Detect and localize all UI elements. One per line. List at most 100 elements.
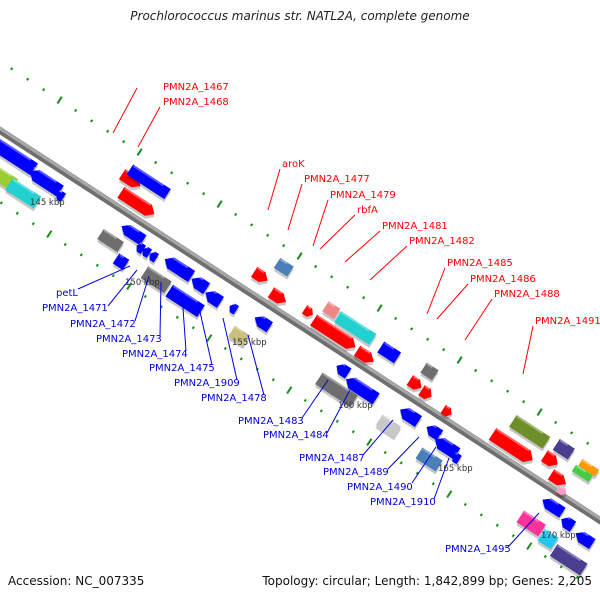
gene-label-forward[interactable]: PMN2A_1477 <box>304 174 370 185</box>
gene-pmn2a-1497-shine <box>557 544 581 562</box>
gene-pmn2a-1494-a[interactable] <box>577 459 600 480</box>
gene-pmn2a-1471-b[interactable] <box>139 245 154 261</box>
gene-label-reverse[interactable]: PMN2A_1910 <box>370 497 436 508</box>
gene-rbfa-a[interactable] <box>321 301 342 322</box>
gene-pmn2a-1482[interactable] <box>376 341 402 367</box>
gene-pmn2a-1494-c[interactable] <box>554 485 569 500</box>
gene-label-reverse[interactable]: PMN2A_1475 <box>149 363 215 374</box>
gene-pmn2a-1491-c[interactable] <box>539 450 562 473</box>
gene-arok-b-shine <box>257 267 265 274</box>
gene-pmn2a-1491[interactable] <box>508 415 552 452</box>
gene-label-forward[interactable]: PMN2A_1481 <box>382 221 448 232</box>
gene-pmn2a-1910-b[interactable] <box>448 451 463 468</box>
gene-rev-145-body <box>56 191 67 203</box>
gene-pmn2a-1910[interactable] <box>414 447 444 475</box>
gene-pmn2a-1478[interactable] <box>227 325 252 350</box>
gene-label-reverse[interactable]: petL <box>56 288 78 299</box>
gene-label-reverse[interactable]: PMN2A_1484 <box>263 430 329 441</box>
tick-upper <box>26 77 30 81</box>
gene-label-forward[interactable]: PMN2A_1482 <box>409 236 475 247</box>
gene-label-reverse[interactable]: PMN2A_1487 <box>299 453 365 464</box>
gene-label-reverse[interactable]: PMN2A_1472 <box>70 319 136 330</box>
gene-petl-a[interactable] <box>117 221 148 249</box>
gene-pmn2a-1488[interactable] <box>439 404 455 422</box>
gene-label-reverse[interactable]: PMN2A_1490 <box>347 482 413 493</box>
gene-rev-144c[interactable] <box>0 146 20 194</box>
leader-line <box>436 283 469 320</box>
gene-pmn2a-1495[interactable] <box>515 510 547 540</box>
gene-pmn2a-1485[interactable] <box>419 362 440 384</box>
gene-label-forward[interactable]: PMN2A_1485 <box>447 258 513 269</box>
gene-pmn2a-1468-a[interactable] <box>116 186 159 223</box>
gene-label-reverse[interactable]: PMN2A_1483 <box>238 416 304 427</box>
gene-label-forward[interactable]: PMN2A_1491 <box>535 316 600 327</box>
tick-lower <box>575 575 579 579</box>
gene-pmn2a-1910-b-shine <box>454 451 459 456</box>
gene-label-reverse[interactable]: PMN2A_1473 <box>96 334 162 345</box>
gene-pmn2a-1494-b[interactable] <box>570 464 594 485</box>
gene-pmn2a-1491-body <box>509 415 551 449</box>
gene-pmn2a-1478-a-body <box>229 303 240 315</box>
gene-pmn2a-1489-shine <box>429 422 438 429</box>
gene-pmn2a-1483[interactable] <box>341 374 381 408</box>
leader-line <box>247 334 265 396</box>
gene-pmn2a-1474[interactable] <box>160 254 197 285</box>
gene-pmn2a-1479[interactable] <box>300 305 316 322</box>
gene-pmn2a-1483-a[interactable] <box>332 361 353 382</box>
gene-label-reverse[interactable]: PMN2A_1478 <box>201 393 267 404</box>
gene-pmn2a-1481[interactable] <box>309 314 361 356</box>
gene-pmn2a-1478-b[interactable] <box>250 312 274 336</box>
gene-label-forward[interactable]: PMN2A_1479 <box>330 190 396 201</box>
gene-label-reverse[interactable]: PMN2A_1474 <box>122 349 188 360</box>
gene-pmn2a-1471[interactable] <box>133 241 148 258</box>
gene-label-reverse[interactable]: PMN2A_1495 <box>445 544 511 555</box>
gene-pmn2a-1909-b[interactable] <box>200 287 225 311</box>
gene-petl[interactable] <box>96 228 125 256</box>
gene-rev-145[interactable] <box>53 189 68 206</box>
gene-label-reverse[interactable]: PMN2A_1909 <box>174 378 240 389</box>
gene-arok-b[interactable] <box>250 266 273 289</box>
tick-lower <box>446 490 453 499</box>
gene-pmn2a-1497[interactable] <box>548 544 588 579</box>
gene-label-forward[interactable]: rbfA <box>357 205 378 216</box>
gene-rev-144b[interactable] <box>25 166 65 200</box>
leader-line <box>197 302 213 366</box>
gene-pmn2a-1495-a[interactable] <box>538 495 567 521</box>
tick-upper <box>410 327 414 331</box>
gene-pmn2a-1487[interactable] <box>395 404 423 430</box>
gene-pmn2a-1495-b[interactable] <box>557 514 578 535</box>
gene-pmn2a-1486-a[interactable] <box>405 375 426 396</box>
gene-pmn2a-1482-b[interactable] <box>352 345 378 370</box>
gene-pmn2a-1473-body <box>149 251 160 263</box>
gene-pmn2a-1475-a[interactable] <box>139 266 173 297</box>
tick-lower <box>351 430 355 434</box>
gene-pmn2a-1486[interactable] <box>417 385 436 405</box>
gene-pmn2a-1491-b[interactable] <box>487 428 537 469</box>
gene-pmn2a-1496[interactable] <box>536 528 560 553</box>
gene-label-forward[interactable]: PMN2A_1468 <box>163 97 229 108</box>
gene-label-forward[interactable]: PMN2A_1486 <box>470 274 536 285</box>
gene-pmn2a-1475[interactable] <box>164 284 206 321</box>
tick-upper <box>570 431 574 435</box>
tick-upper <box>426 337 430 341</box>
gene-label-forward[interactable]: aroK <box>282 159 305 170</box>
gene-arok[interactable] <box>272 257 295 280</box>
gene-label-forward[interactable]: PMN2A_1488 <box>494 289 560 300</box>
gene-rev-144a[interactable] <box>0 135 39 179</box>
gene-pmn2a-1468-b[interactable] <box>125 164 172 203</box>
gene-pmn2a-1475-a-body <box>140 266 172 294</box>
gene-label-reverse[interactable]: PMN2A_1489 <box>323 467 389 478</box>
gene-pmn2a-1495-c[interactable] <box>571 528 597 553</box>
gene-rev-144d[interactable] <box>4 178 43 212</box>
gene-pmn2a-1491-b-body <box>488 428 533 463</box>
gene-pmn2a-1492[interactable] <box>551 438 576 463</box>
gene-pmn2a-1471-b-shine <box>145 245 149 250</box>
gene-pmn2a-1477[interactable] <box>266 287 290 310</box>
gene-rbfa[interactable] <box>333 311 378 348</box>
gene-pmn2a-1473[interactable] <box>146 250 161 266</box>
gene-pmn2a-1478-a[interactable] <box>226 302 241 318</box>
gene-label-reverse[interactable]: PMN2A_1471 <box>42 303 108 314</box>
gene-label-forward[interactable]: PMN2A_1467 <box>163 82 229 93</box>
gene-pmn2a-1493[interactable] <box>546 469 570 492</box>
